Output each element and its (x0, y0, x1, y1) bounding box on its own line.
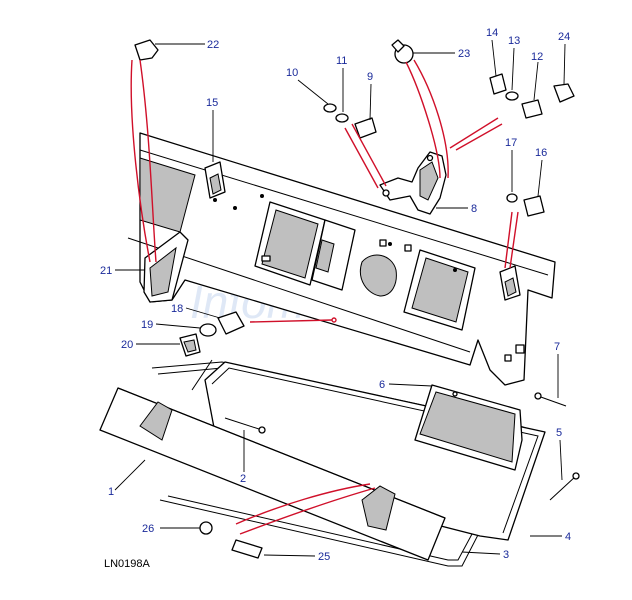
callout-17: 17 (505, 137, 517, 149)
callout-19: 19 (141, 319, 153, 331)
callout-9: 9 (367, 71, 373, 83)
side-bracket (143, 231, 189, 303)
callout-2: 2 (240, 473, 246, 485)
callout-15: 15 (206, 97, 218, 109)
callout-23: 23 (458, 48, 470, 60)
callout-18: 18 (171, 303, 183, 315)
callout-25: 25 (318, 551, 330, 563)
panel-aperture (360, 254, 397, 297)
callout-7: 7 (554, 341, 560, 353)
hinge-bracket (379, 151, 447, 215)
leader-lines (114, 39, 566, 557)
fasteners (134, 39, 580, 559)
callout-5: 5 (556, 427, 562, 439)
callout-16: 16 (535, 147, 547, 159)
callout-14: 14 (486, 27, 498, 39)
callout-13: 13 (508, 35, 520, 47)
callout-6: 6 (379, 379, 385, 391)
panel-aperture (261, 209, 319, 279)
panel-aperture (411, 257, 469, 323)
clip (179, 333, 201, 357)
callout-24: 24 (558, 31, 570, 43)
assembly-guide-lines (130, 59, 519, 535)
callout-8: 8 (471, 203, 477, 215)
rear-panel (127, 132, 556, 386)
callout-26: 26 (142, 523, 154, 535)
inner-panel (414, 384, 523, 471)
callout-20: 20 (121, 339, 133, 351)
reference-code: LN0198A (104, 558, 151, 570)
callout-12: 12 (531, 51, 543, 63)
callout-10: 10 (286, 67, 298, 79)
tailgate-door (99, 387, 446, 561)
callout-4: 4 (565, 531, 571, 543)
callout-11: 11 (336, 55, 347, 67)
callout-1: 1 (108, 486, 114, 498)
callout-21: 21 (100, 265, 112, 277)
callout-3: 3 (503, 549, 509, 561)
callout-22: 22 (207, 39, 219, 51)
callout-labels: 22 23 10 11 9 14 13 12 24 15 17 16 8 21 … (100, 27, 571, 563)
